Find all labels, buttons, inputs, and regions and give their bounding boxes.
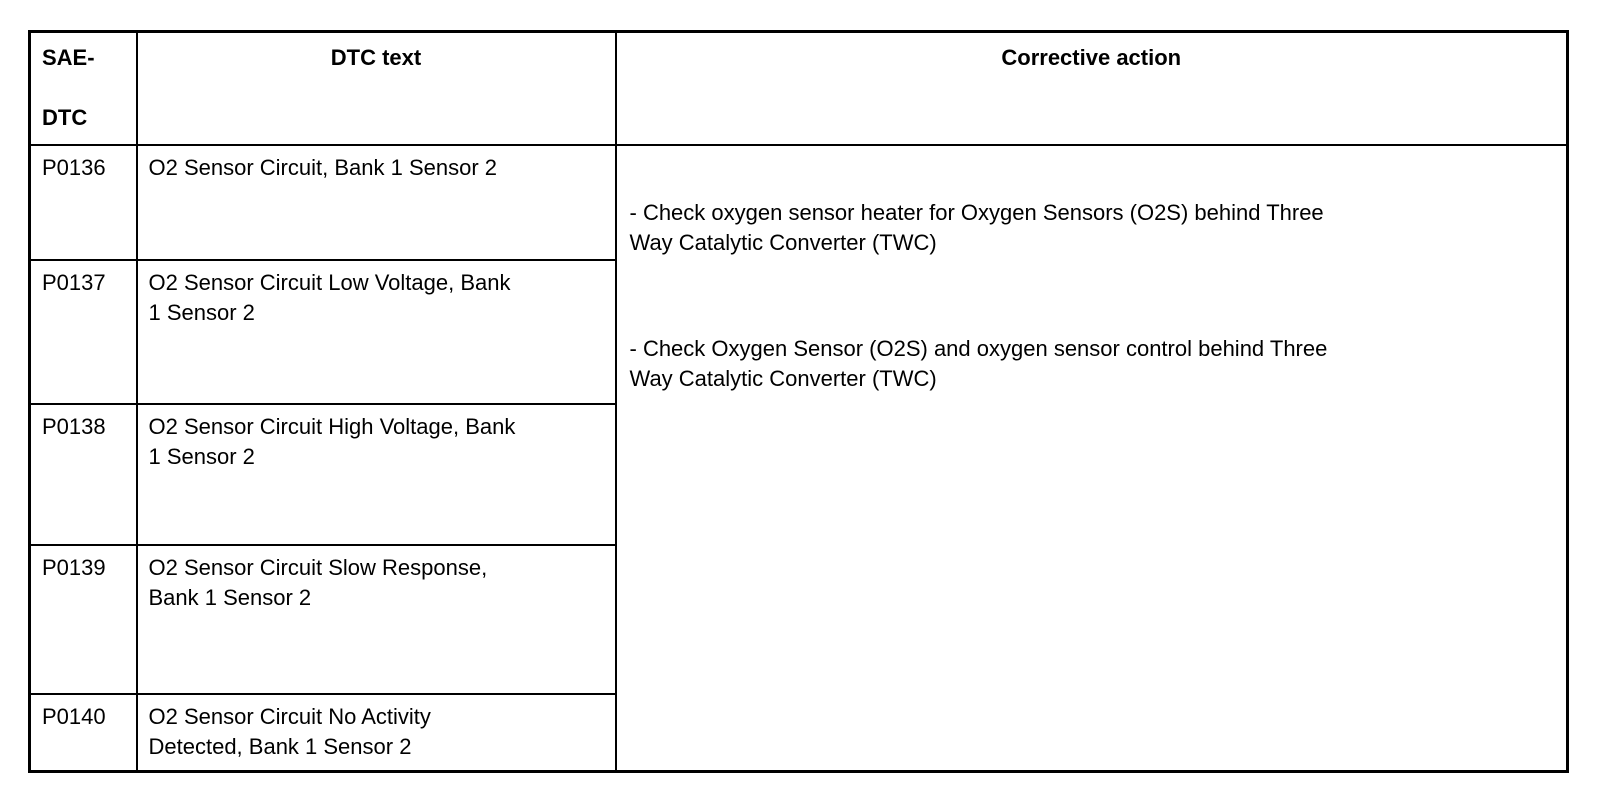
dtc-table: SAE- DTC DTC text Corrective action P013… xyxy=(28,30,1569,773)
table-row-p0138: P0138 O2 Sensor Circuit High Voltage, Ba… xyxy=(28,402,1568,546)
header-dtc-text: DTC text xyxy=(135,30,617,146)
table-row-p0136: P0136 O2 Sensor Circuit, Bank 1 Sensor 2… xyxy=(28,143,1569,773)
table-row-p0137: P0137 O2 Sensor Circuit Low Voltage, Ban… xyxy=(28,258,1568,405)
table-row-p0139: P0139 O2 Sensor Circuit Slow Response, B… xyxy=(28,543,1568,695)
dtc-text: O2 Sensor Circuit Slow Response, Bank 1 … xyxy=(135,543,617,695)
table-row-p0140: P0140 O2 Sensor Circuit No Activity Dete… xyxy=(28,692,1568,773)
header-corrective-action: Corrective action xyxy=(614,30,1569,146)
corrective-action-cell: - Check oxygen sensor heater for Oxygen … xyxy=(614,143,1569,773)
corrective-action-item: - Check Oxygen Sensor (O2S) and oxygen s… xyxy=(629,335,1328,391)
dtc-code: P0139 xyxy=(28,543,138,695)
header-sae-dtc: SAE- DTC xyxy=(28,30,138,146)
dtc-code: P0137 xyxy=(28,258,138,405)
dtc-text: O2 Sensor Circuit High Voltage, Bank 1 S… xyxy=(135,402,617,546)
dtc-text: O2 Sensor Circuit, Bank 1 Sensor 2 xyxy=(135,143,617,261)
dtc-text: O2 Sensor Circuit No Activity Detected, … xyxy=(135,692,617,773)
table-header-row: SAE- DTC DTC text Corrective action xyxy=(28,30,1569,146)
dtc-text: O2 Sensor Circuit Low Voltage, Bank 1 Se… xyxy=(135,258,617,405)
document-page: SAE- DTC DTC text Corrective action P013… xyxy=(0,30,1600,796)
dtc-code: P0138 xyxy=(28,402,138,546)
dtc-code: P0136 xyxy=(28,143,138,261)
dtc-code: P0140 xyxy=(28,692,138,773)
corrective-action-item: - Check oxygen sensor heater for Oxygen … xyxy=(629,199,1324,255)
